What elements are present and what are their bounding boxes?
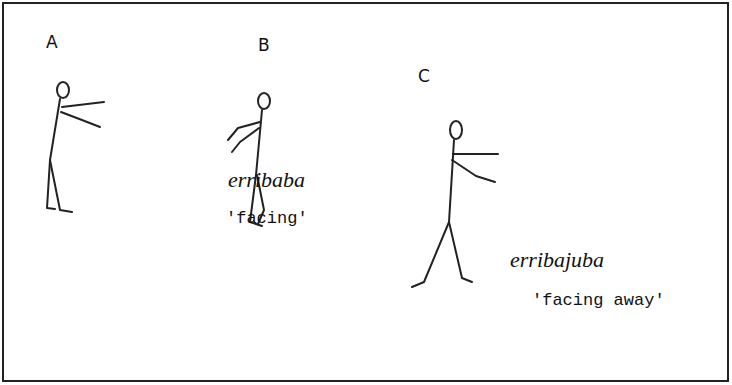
figure-a	[47, 82, 104, 212]
gloss-label: 'facing away'	[532, 292, 665, 311]
term-label: erribajuba	[510, 248, 604, 272]
term-label: erribaba	[228, 168, 305, 192]
frame-border	[3, 3, 728, 381]
figure-letter: A	[46, 33, 58, 52]
figure-letter: C	[418, 67, 430, 86]
figure-letter: B	[258, 36, 270, 55]
figure-b	[228, 93, 270, 226]
gloss-label: 'facing'	[226, 210, 308, 229]
figure-c	[412, 121, 498, 287]
